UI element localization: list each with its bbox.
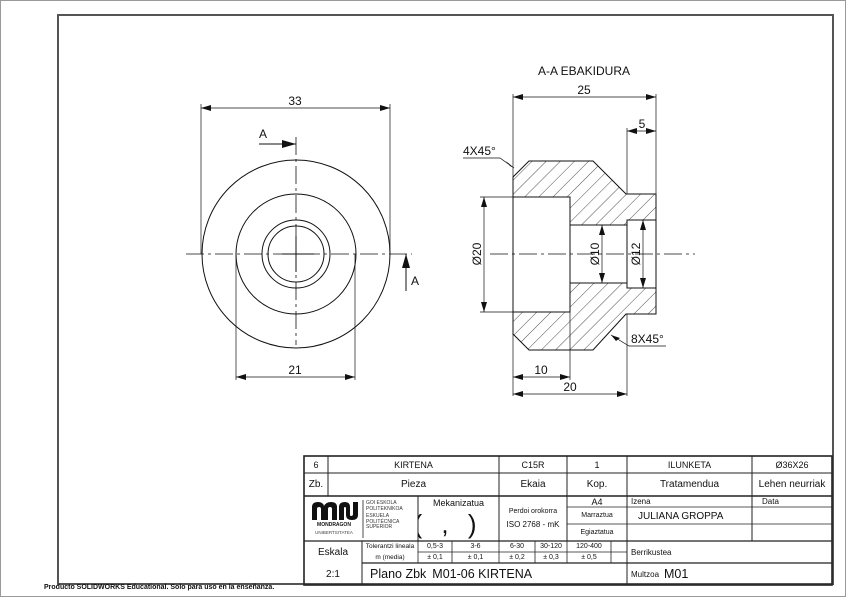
tb-eskala-label: Eskala xyxy=(317,546,348,558)
drawing-border xyxy=(57,14,834,585)
tb-tratamendua-label: Tratamendua xyxy=(659,479,720,490)
tb-plano: Plano Zbk M01-06 KIRTENA xyxy=(366,563,627,585)
section-marker-top: A xyxy=(259,127,267,141)
tb-lehen-neurriak-value: Ø36X26 xyxy=(775,459,809,470)
tol-range: 3-6 xyxy=(470,543,481,550)
tb-drawn-by: JULIANA GROPPA xyxy=(638,510,724,522)
tol-range: 120-400 xyxy=(576,543,602,550)
tb-kop-label: Kop. xyxy=(586,479,608,490)
tb-izena-label: Izena xyxy=(631,497,651,506)
tol-value: ± 0,1 xyxy=(427,554,443,561)
logo-name: MONDRAGON xyxy=(317,522,351,528)
logo-sub: UNIBERTSITATEA xyxy=(315,529,353,535)
tb-tolerance-label-1: Tolerantzi lineala xyxy=(365,543,415,550)
tb-pieza-label: Pieza xyxy=(400,479,426,490)
dim-33: 33 xyxy=(288,94,302,108)
tb-data-label: Data xyxy=(762,497,779,506)
tol-range: 0,5-3 xyxy=(427,543,443,550)
tb-kop-value: 1 xyxy=(594,459,600,470)
tb-plano-value: M01-06 KIRTENA xyxy=(432,567,533,581)
tb-zb-label: Zb. xyxy=(308,479,324,490)
tol-range: 30-120 xyxy=(540,543,562,550)
tb-berrikustea-label: Berrikustea xyxy=(631,547,672,557)
tb-plano-label: Plano Zbk xyxy=(370,567,427,581)
tb-multzoa-label: Multzoa xyxy=(631,569,660,579)
tol-value: ± 0,2 xyxy=(509,554,525,561)
dim-25: 25 xyxy=(577,83,591,97)
mondragon-logo-icon xyxy=(312,502,358,520)
tb-tratamendua-value: ILUNKETA xyxy=(667,459,712,470)
tol-value: ± 0,1 xyxy=(467,554,484,561)
tb-perdoi-value: ISO 2768 - mK xyxy=(506,519,560,529)
tb-pieza-value: KIRTENA xyxy=(394,459,433,470)
chamfer-8x45: 8X45° xyxy=(631,332,664,346)
tb-eskala-value: 2:1 xyxy=(326,568,340,580)
dim-dia-20: Ø20 xyxy=(470,242,484,265)
dim-20: 20 xyxy=(563,380,577,394)
title-block-grid xyxy=(303,455,833,586)
tb-ekaia-value: C15R xyxy=(521,459,545,470)
dim-dia-12: Ø12 xyxy=(629,242,643,265)
dim-10: 10 xyxy=(534,363,548,377)
chamfer-4x45: 4X45° xyxy=(463,144,496,158)
tb-multzoa: Multzoa M01 xyxy=(627,563,832,585)
tb-mekanizatua-symbol: ( , ) xyxy=(418,509,477,539)
educational-watermark: Producto SOLIDWORKS Educational. Solo pa… xyxy=(44,584,275,591)
front-view xyxy=(186,104,412,380)
tb-ekaia-label: Ekaia xyxy=(520,479,546,490)
tb-multzoa-value: M01 xyxy=(664,567,689,581)
tb-marraztua-label: Marraztua xyxy=(581,512,613,519)
tol-range: 6-30 xyxy=(509,543,524,550)
tb-format: A4 xyxy=(591,496,603,507)
tol-value: ± 0,3 xyxy=(543,554,559,561)
tb-egiaztatua-label: Egiaztatua xyxy=(580,529,614,536)
dim-5: 5 xyxy=(639,117,646,131)
tb-tolerance-label-2: m (media) xyxy=(375,554,405,561)
tb-mekanizatua-label: Mekanizatua xyxy=(432,498,485,508)
tb-zb-value: 6 xyxy=(313,459,319,470)
logo-school-text: GOI ESKOLA POLITEKNIKOA ESKUELA POLITÉCN… xyxy=(366,500,403,530)
dim-21: 21 xyxy=(288,363,302,377)
tol-value: ± 0,5 xyxy=(581,554,597,561)
section-title: A-A EBAKIDURA xyxy=(538,64,630,78)
tb-perdoi-label: Perdoi orokorra xyxy=(508,507,558,515)
section-view xyxy=(463,94,695,397)
dim-dia-10: Ø10 xyxy=(588,242,602,265)
section-marker-right: A xyxy=(411,274,419,288)
tb-lehen-neurriak-label: Lehen neurriak xyxy=(758,479,826,490)
